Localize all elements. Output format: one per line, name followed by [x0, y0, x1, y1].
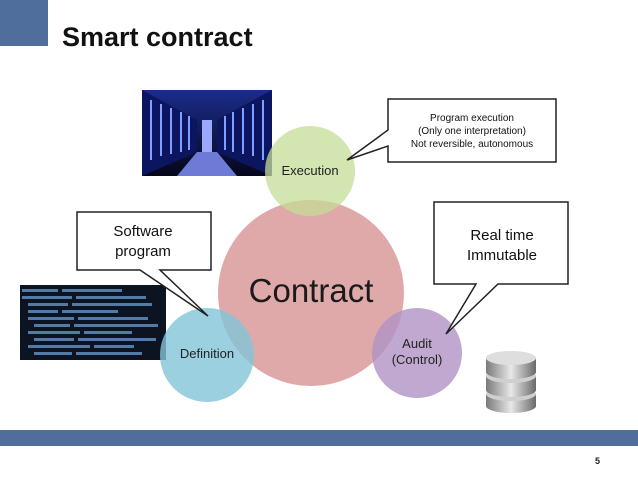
- audit-callout-line1: Real time: [470, 227, 534, 244]
- corner-accent: [0, 0, 48, 46]
- page-number: 5: [595, 456, 601, 466]
- database-icon: [476, 344, 546, 416]
- slide-title: Smart contract: [62, 22, 253, 52]
- definition-circle: [160, 308, 254, 402]
- execution-callout: [346, 98, 557, 163]
- definition-callout: [76, 211, 212, 317]
- execution-callout-line2: (Only one interpretation): [418, 126, 526, 137]
- audit-circle: [372, 308, 462, 398]
- execution-callout-text: Program execution (Only one interpretati…: [388, 112, 556, 151]
- execution-callout-line1: Program execution: [430, 113, 514, 124]
- definition-callout-line1: Software: [113, 223, 173, 240]
- server-room-image: [142, 90, 272, 176]
- contract-label: Contract: [248, 272, 374, 309]
- audit-label: Audit (Control): [372, 336, 462, 368]
- audit-callout-text: Real time Immutable: [435, 226, 569, 266]
- audit-label-line2: (Control): [391, 352, 443, 367]
- execution-label: Execution: [281, 163, 339, 178]
- audit-label-line1: Audit: [402, 336, 432, 351]
- definition-callout-line2: program: [115, 243, 171, 260]
- audit-callout-line2: Immutable: [466, 247, 538, 264]
- execution-callout-line3: Not reversible, autonomous: [410, 139, 534, 150]
- definition-callout-text: Software program: [78, 222, 208, 262]
- execution-circle: [265, 126, 355, 216]
- definition-label: Definition: [179, 346, 235, 361]
- code-screen-image: [20, 285, 166, 360]
- footer-bar: [0, 430, 638, 446]
- audit-callout: [433, 201, 569, 335]
